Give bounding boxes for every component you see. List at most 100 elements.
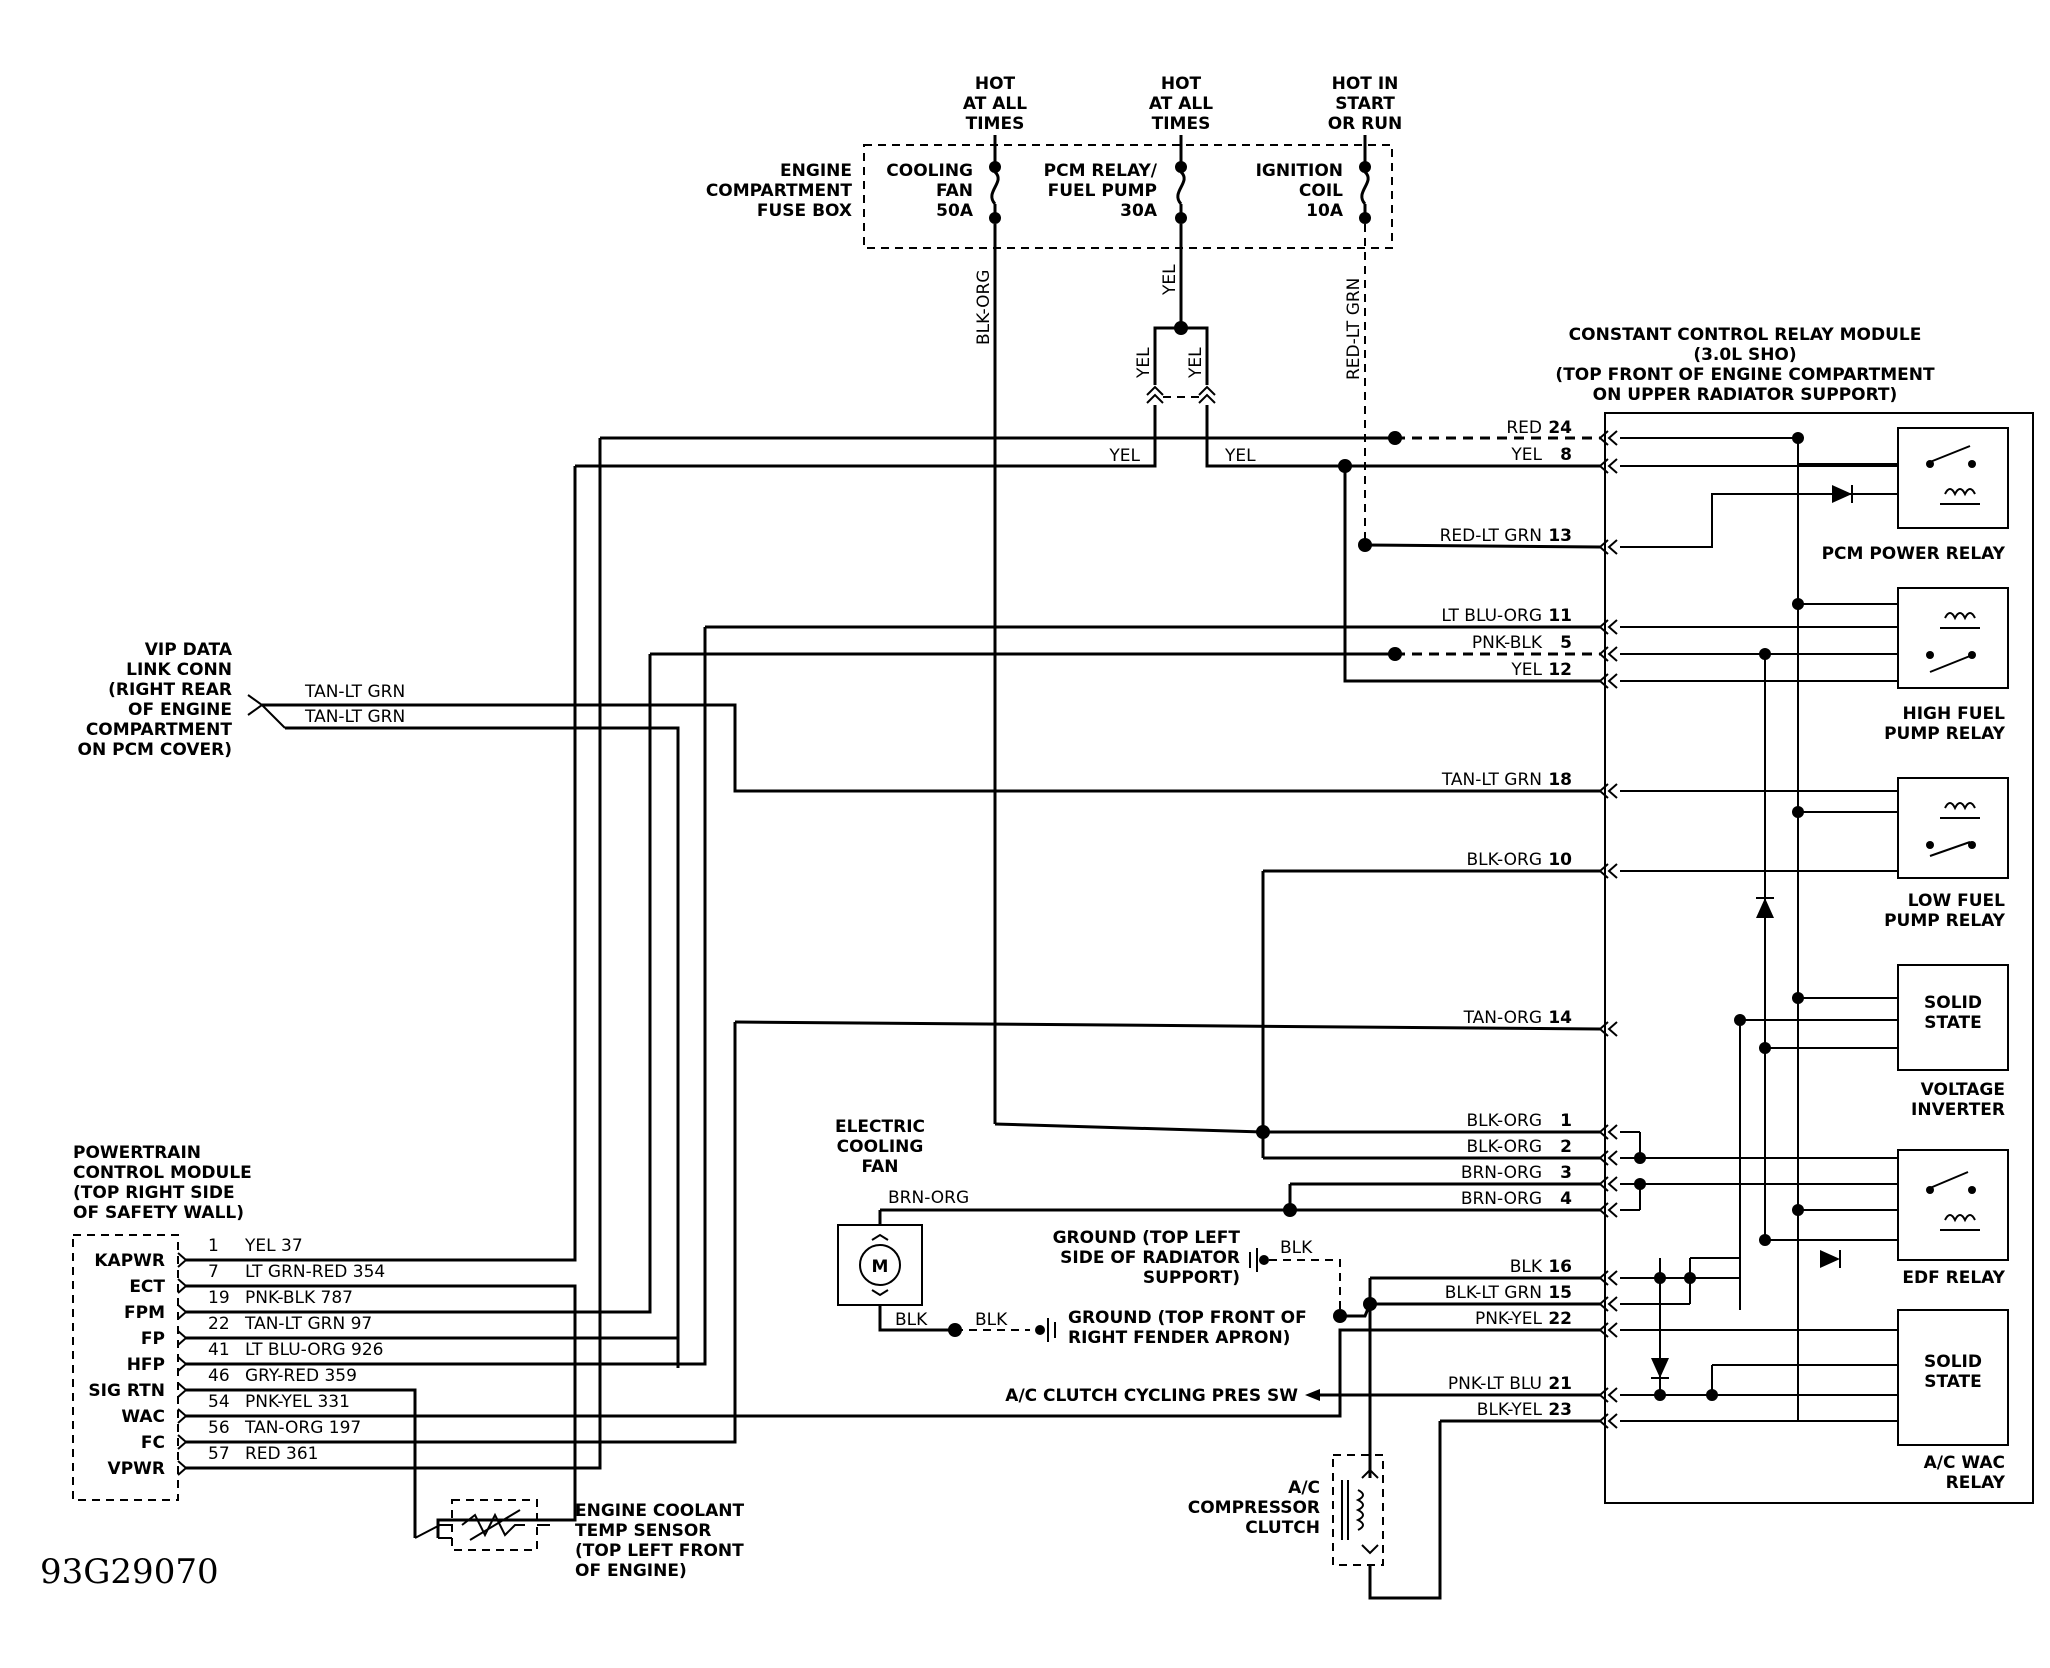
- wire-yel-split: [1153, 326, 1209, 385]
- figure-code: 93G29070: [40, 1552, 219, 1592]
- wire-vip-2: [285, 726, 680, 1368]
- pin-color: BLK-LT GRN: [1445, 1283, 1542, 1303]
- fuse-symbol-icon: [1359, 135, 1371, 224]
- compressor-clutch-icon: [1332, 1454, 1384, 1566]
- svg-text:GROUND (TOP FRONT OF: GROUND (TOP FRONT OF: [1068, 1308, 1307, 1328]
- svg-text:(TOP LEFT FRONT: (TOP LEFT FRONT: [575, 1541, 744, 1561]
- fuse-symbol-icon: [989, 135, 1001, 224]
- fan-wire-ground: BLK: [975, 1310, 1008, 1330]
- svg-text:EDF RELAY: EDF RELAY: [1902, 1268, 2005, 1288]
- svg-text:TIMES: TIMES: [1152, 114, 1211, 134]
- pin-color: RED-LT GRN: [1440, 526, 1542, 546]
- svg-text:ENGINE COOLANT: ENGINE COOLANT: [575, 1501, 744, 1521]
- svg-text:VIP DATA: VIP DATA: [145, 640, 233, 660]
- svg-text:FUSE BOX: FUSE BOX: [757, 201, 852, 221]
- wire-label-yel-right: YEL: [1224, 446, 1256, 466]
- external-wires: [262, 405, 1601, 1478]
- svg-text:LT GRN-RED 354: LT GRN-RED 354: [245, 1262, 385, 1282]
- ccrm-connector-chevrons: [1598, 430, 1618, 1429]
- vip-connector: [247, 694, 286, 729]
- svg-text:57: 57: [208, 1444, 230, 1464]
- svg-text:RED 361: RED 361: [245, 1444, 319, 1464]
- svg-text:HOT: HOT: [975, 74, 1016, 94]
- wire-compressor-return: [1368, 1421, 1442, 1600]
- ground-icon: [1249, 1248, 1269, 1272]
- pin-color: TAN-ORG: [1463, 1008, 1542, 1028]
- pcm-pin-chevrons: [177, 1252, 188, 1476]
- svg-text:TAN-ORG 197: TAN-ORG 197: [244, 1418, 361, 1438]
- fuse-ignition-label: IGNITION COIL 10A: [1256, 161, 1344, 221]
- svg-text:CLUTCH: CLUTCH: [1245, 1518, 1320, 1538]
- wire-fan-blk: [878, 1305, 955, 1332]
- svg-text:30A: 30A: [1120, 201, 1158, 221]
- fan-motor-label: M: [872, 1257, 889, 1277]
- high-fuel-pump-relay: HIGH FUEL PUMP RELAY: [1884, 587, 2009, 744]
- wire-label-yel-left: YEL: [1134, 347, 1154, 379]
- svg-text:OF ENGINE): OF ENGINE): [575, 1561, 687, 1581]
- pcm-wires: [186, 438, 1345, 1538]
- pin-color: BLK-ORG: [1467, 1137, 1542, 1157]
- svg-text:7: 7: [208, 1262, 219, 1282]
- svg-text:FAN: FAN: [861, 1157, 898, 1177]
- ground-radiator-label: GROUND (TOP LEFT SIDE OF RADIATOR SUPPOR…: [1053, 1228, 1241, 1288]
- pin-number: 10: [1548, 850, 1572, 870]
- svg-text:FPM: FPM: [124, 1303, 165, 1323]
- ground-radiator-wire: BLK: [1280, 1238, 1313, 1258]
- svg-text:VOLTAGE: VOLTAGE: [1921, 1080, 2005, 1100]
- svg-text:POWERTRAIN: POWERTRAIN: [73, 1143, 201, 1163]
- pcm-title: POWERTRAIN CONTROL MODULE (TOP RIGHT SID…: [73, 1143, 252, 1223]
- wire-ground-join: [1340, 1303, 1372, 1318]
- diode-icon: [1756, 897, 1774, 918]
- svg-text:SIG RTN: SIG RTN: [88, 1381, 165, 1401]
- pin-number: 4: [1560, 1189, 1572, 1209]
- svg-text:PCM RELAY/: PCM RELAY/: [1044, 161, 1158, 181]
- pin-number: 15: [1548, 1283, 1572, 1303]
- svg-text:(3.0L SHO): (3.0L SHO): [1693, 345, 1796, 365]
- svg-text:COOLING: COOLING: [886, 161, 973, 181]
- wire-label-yel-right: YEL: [1186, 347, 1206, 379]
- pcm-outline: [72, 1234, 179, 1501]
- svg-text:COIL: COIL: [1299, 181, 1343, 201]
- pin-number: 8: [1560, 445, 1572, 465]
- svg-text:START: START: [1335, 94, 1395, 114]
- svg-text:YEL 37: YEL 37: [244, 1236, 303, 1256]
- svg-text:PCM POWER RELAY: PCM POWER RELAY: [1822, 544, 2006, 564]
- svg-text:GRY-RED 359: GRY-RED 359: [245, 1366, 357, 1386]
- ac-switch-arrow-icon: [1305, 1389, 1320, 1401]
- svg-text:OF SAFETY WALL): OF SAFETY WALL): [73, 1203, 244, 1223]
- svg-text:ELECTRIC: ELECTRIC: [835, 1117, 925, 1137]
- svg-text:CONSTANT CONTROL RELAY MODULE: CONSTANT CONTROL RELAY MODULE: [1569, 325, 1922, 345]
- svg-text:56: 56: [208, 1418, 230, 1438]
- fuse-box-outline: [863, 144, 1393, 249]
- pcm-pin-names: KAPWR ECT FPM FP HFP SIG RTN WAC FC VPWR: [88, 1251, 165, 1479]
- pin-color: LT BLU-ORG: [1441, 606, 1542, 626]
- pin-color: PNK-LT BLU: [1448, 1374, 1542, 1394]
- wire-label-yel: YEL: [1160, 264, 1180, 296]
- ect-sensor-label: ENGINE COOLANT TEMP SENSOR (TOP LEFT FRO…: [575, 1501, 744, 1581]
- ac-wac-relay: SOLID STATE A/C WAC RELAY: [1897, 1309, 2009, 1493]
- edf-relay: EDF RELAY: [1897, 1149, 2009, 1288]
- svg-text:41: 41: [208, 1340, 230, 1360]
- svg-text:FP: FP: [141, 1329, 165, 1349]
- svg-text:ON PCM COVER): ON PCM COVER): [78, 740, 232, 760]
- pin-color: BLK-ORG: [1467, 1111, 1542, 1131]
- svg-text:STATE: STATE: [1924, 1372, 1982, 1392]
- svg-text:AT ALL: AT ALL: [1149, 94, 1213, 114]
- svg-text:COMPARTMENT: COMPARTMENT: [706, 181, 853, 201]
- svg-text:46: 46: [208, 1366, 230, 1386]
- svg-text:SOLID: SOLID: [1924, 993, 1982, 1013]
- ground-fender-label: GROUND (TOP FRONT OF RIGHT FENDER APRON): [1068, 1308, 1307, 1348]
- wire-label-blk-org: BLK-ORG: [974, 270, 994, 345]
- fan-wire-bottom: BLK: [895, 1310, 928, 1330]
- pin-number: 18: [1548, 770, 1572, 790]
- diode-icon: [1651, 1358, 1669, 1379]
- pin-number: 21: [1548, 1374, 1572, 1394]
- svg-text:SUPPORT): SUPPORT): [1143, 1268, 1240, 1288]
- ect-sensor-icon: [414, 1499, 550, 1551]
- pin-color: BRN-ORG: [1461, 1163, 1542, 1183]
- svg-text:LT BLU-ORG 926: LT BLU-ORG 926: [245, 1340, 383, 1360]
- fuse-pcm-relay-label: PCM RELAY/ FUEL PUMP 30A: [1044, 161, 1158, 221]
- ac-switch-label: A/C CLUTCH CYCLING PRES SW: [1005, 1386, 1298, 1406]
- pin-color: TAN-LT GRN: [1441, 770, 1542, 790]
